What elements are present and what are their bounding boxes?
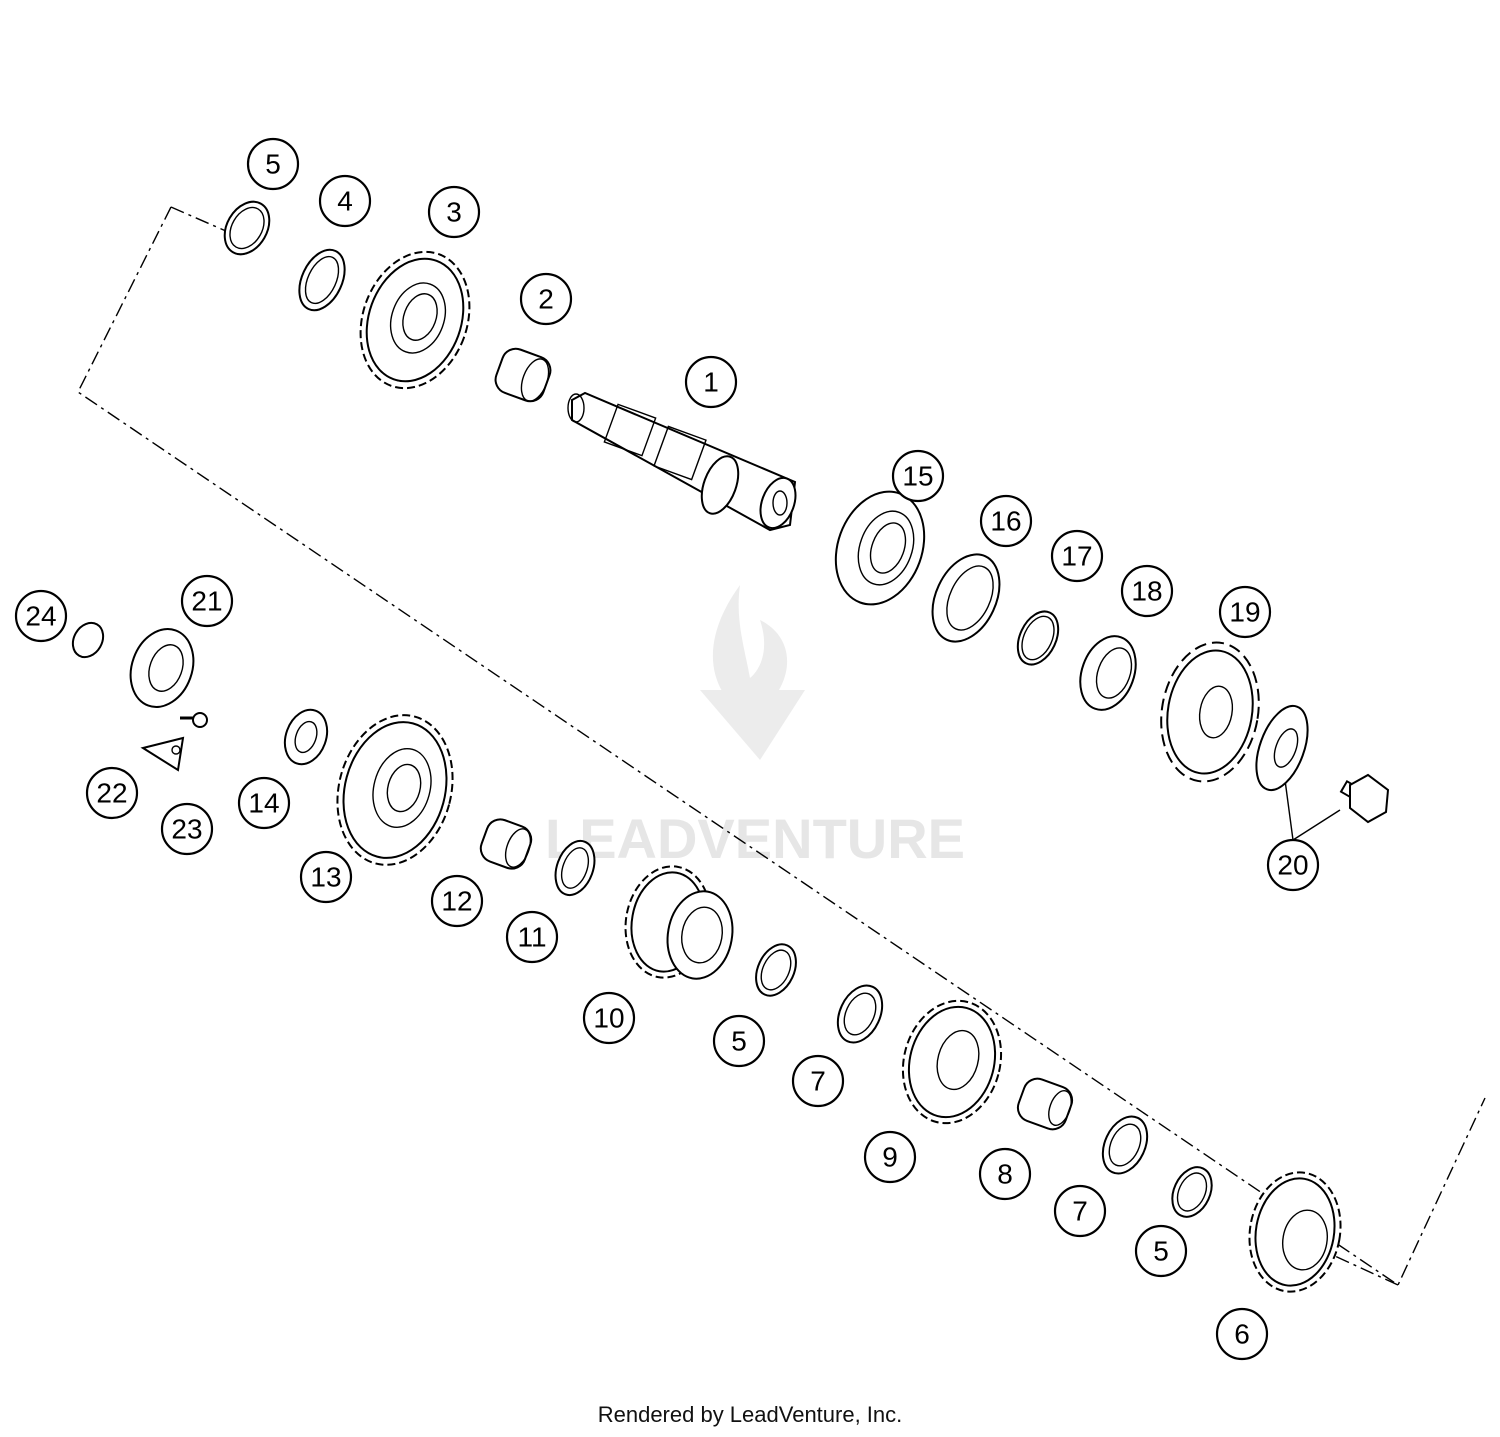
callout-14: 14 [237, 776, 291, 830]
svg-text:21: 21 [191, 586, 222, 617]
callout-5c: 5 [1134, 1224, 1188, 1278]
lock-plate-part [140, 736, 185, 772]
washer-part-11 [554, 839, 596, 897]
svg-text:2: 2 [538, 284, 554, 315]
callout-17: 17 [1050, 529, 1104, 583]
svg-text:20: 20 [1277, 850, 1308, 881]
callout-12: 12 [430, 874, 484, 928]
svg-text:24: 24 [25, 601, 56, 632]
svg-text:18: 18 [1131, 576, 1162, 607]
callout-20: 20 [1266, 838, 1320, 892]
leader-20-b [1292, 809, 1341, 841]
callout-2: 2 [519, 272, 573, 326]
circlip-part [223, 200, 271, 256]
svg-text:16: 16 [990, 506, 1021, 537]
callout-15: 15 [891, 449, 945, 503]
callout-7b: 7 [1053, 1184, 1107, 1238]
callout-7: 7 [791, 1054, 845, 1108]
gear-part-6 [1248, 1171, 1342, 1293]
callout-3: 3 [427, 185, 481, 239]
callout-6: 6 [1215, 1307, 1269, 1361]
callout-19: 19 [1218, 585, 1272, 639]
svg-text:14: 14 [248, 788, 279, 819]
svg-text:19: 19 [1229, 597, 1260, 628]
sprocket-part [1160, 641, 1260, 783]
svg-text:5: 5 [1153, 1236, 1169, 1267]
screw-part [180, 712, 208, 728]
svg-text:3: 3 [446, 197, 462, 228]
svg-text:5: 5 [265, 149, 281, 180]
svg-text:22: 22 [96, 778, 127, 809]
bushing-part-12 [479, 818, 533, 870]
o-ring-part [1016, 610, 1060, 666]
leader-20-a [1284, 779, 1294, 841]
svg-text:17: 17 [1061, 541, 1092, 572]
svg-text:13: 13 [310, 862, 341, 893]
gear-part-9 [901, 999, 1003, 1125]
callout-1: 1 [684, 355, 738, 409]
callout-9: 9 [863, 1130, 917, 1184]
watermark: LEADVENTURE [545, 585, 965, 870]
callout-8: 8 [978, 1147, 1032, 1201]
washer-part-14 [283, 708, 329, 766]
callout-4: 4 [318, 174, 372, 228]
svg-text:12: 12 [441, 886, 472, 917]
callout-16: 16 [979, 494, 1033, 548]
circlip-part-24 [71, 621, 105, 659]
lock-washer-part-b [1101, 1115, 1149, 1175]
frame-line [77, 206, 1486, 1287]
callout-24: 24 [14, 589, 68, 643]
callout-5b: 5 [712, 1014, 766, 1068]
svg-text:4: 4 [337, 186, 353, 217]
circlip-part-c [1171, 1166, 1213, 1218]
svg-text:23: 23 [171, 814, 202, 845]
svg-text:15: 15 [902, 461, 933, 492]
callout-21: 21 [180, 574, 234, 628]
oil-seal-part [931, 553, 1001, 643]
callout-23: 23 [160, 802, 214, 856]
svg-text:7: 7 [810, 1066, 826, 1097]
washer-part [298, 248, 346, 312]
bushing-part [494, 347, 552, 403]
callout-5: 5 [246, 137, 300, 191]
bearing-part-21 [129, 628, 195, 708]
gear-part [359, 250, 471, 390]
spacer-bushing-part [1079, 635, 1137, 711]
sprocket-bolt-part [1339, 773, 1390, 824]
svg-text:1: 1 [703, 367, 719, 398]
callout-22: 22 [85, 766, 139, 820]
footer-credit: Rendered by LeadVenture, Inc. [597, 1402, 903, 1427]
callout-10: 10 [582, 991, 636, 1045]
gear-part-13 [336, 714, 454, 866]
svg-text:10: 10 [593, 1003, 624, 1034]
callout-18: 18 [1120, 564, 1174, 618]
svg-text:8: 8 [997, 1159, 1013, 1190]
svg-text:5: 5 [731, 1026, 747, 1057]
sprocket-washer-part [1255, 704, 1309, 792]
watermark-text: LEADVENTURE [545, 807, 965, 870]
callout-13: 13 [299, 850, 353, 904]
svg-text:7: 7 [1072, 1196, 1088, 1227]
needle-bearing-part [1016, 1077, 1074, 1131]
svg-text:9: 9 [882, 1142, 898, 1173]
callout-11: 11 [505, 910, 559, 964]
lock-washer-part [836, 984, 884, 1044]
shaft-part [567, 391, 797, 532]
circlip-part-b [755, 943, 797, 997]
svg-text:11: 11 [517, 922, 546, 953]
svg-text:6: 6 [1234, 1319, 1250, 1350]
gear-part-10 [624, 865, 734, 980]
